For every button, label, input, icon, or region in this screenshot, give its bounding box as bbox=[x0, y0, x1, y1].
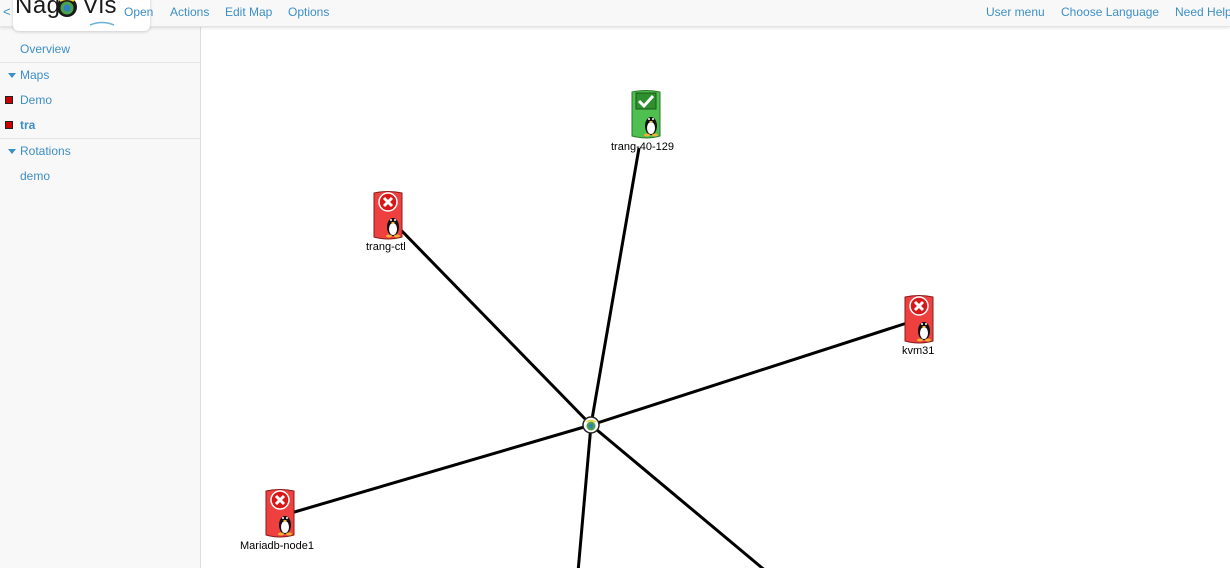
host-label: trang-40-129 bbox=[611, 141, 674, 153]
sidebar-item-rotation-demo[interactable]: demo bbox=[0, 163, 200, 187]
sidebar-section-label: Rotations bbox=[20, 144, 71, 158]
menu-open[interactable]: Open bbox=[124, 5, 154, 19]
host-label: Mariadb-node1 bbox=[240, 540, 314, 552]
link-line[interactable] bbox=[590, 321, 908, 427]
menu-edit-map[interactable]: Edit Map bbox=[225, 5, 273, 19]
host-trang-ctl[interactable] bbox=[370, 191, 406, 241]
host-kvm31[interactable] bbox=[901, 295, 937, 345]
link-line[interactable] bbox=[590, 423, 767, 568]
menu-need-help[interactable]: Need Help bbox=[1175, 5, 1230, 19]
map-lines bbox=[290, 147, 908, 568]
host-trang-40-129[interactable] bbox=[628, 90, 664, 140]
linux-ok-icon bbox=[631, 90, 661, 139]
nagvis-hub-icon[interactable] bbox=[582, 416, 600, 434]
logo-swoosh-icon bbox=[89, 21, 115, 26]
critical-state-icon bbox=[5, 96, 13, 104]
sidebar-item-label: demo bbox=[20, 169, 51, 183]
sidebar-section-maps[interactable]: Maps bbox=[0, 62, 200, 86]
link-line[interactable] bbox=[576, 424, 593, 568]
sidebar-item-overview[interactable]: Overview bbox=[0, 36, 200, 60]
logo-eye-icon bbox=[57, 0, 77, 17]
menu-choose-language[interactable]: Choose Language bbox=[1061, 5, 1160, 19]
map-canvas: trang-40-129 trang-ctl kvm31 bbox=[201, 27, 1230, 568]
menu-user[interactable]: User menu bbox=[986, 5, 1045, 19]
sidebar-divider bbox=[0, 62, 200, 63]
sidebar-divider bbox=[0, 138, 200, 139]
host-mariadb-node1[interactable] bbox=[262, 489, 298, 539]
linux-critical-icon bbox=[904, 295, 934, 344]
host-label: kvm31 bbox=[902, 345, 935, 357]
collapse-triangle-icon bbox=[8, 149, 16, 154]
collapse-triangle-icon bbox=[8, 73, 16, 78]
sidebar-item-label: Demo bbox=[20, 93, 53, 107]
sidebar: Overview Maps Demo tra Rotations demo bbox=[0, 27, 201, 568]
critical-state-icon bbox=[5, 121, 13, 129]
linux-critical-icon bbox=[373, 191, 403, 240]
menu-actions[interactable]: Actions bbox=[170, 5, 210, 19]
sidebar-section-rotations[interactable]: Rotations bbox=[0, 138, 200, 162]
sidebar-item-map-tra[interactable]: tra bbox=[0, 112, 200, 136]
sidebar-item-label: tra bbox=[20, 118, 36, 132]
sidebar-item-map-demo[interactable]: Demo bbox=[0, 87, 200, 111]
link-line[interactable] bbox=[396, 225, 593, 427]
link-line[interactable] bbox=[589, 147, 641, 426]
menu-options[interactable]: Options bbox=[288, 5, 330, 19]
linux-critical-icon bbox=[265, 489, 295, 538]
sidebar-section-label: Maps bbox=[20, 68, 50, 82]
back-arrow-icon[interactable]: < bbox=[3, 4, 11, 19]
host-label: trang-ctl bbox=[366, 241, 406, 253]
sidebar-item-label: Overview bbox=[20, 42, 71, 56]
link-line[interactable] bbox=[290, 423, 592, 515]
